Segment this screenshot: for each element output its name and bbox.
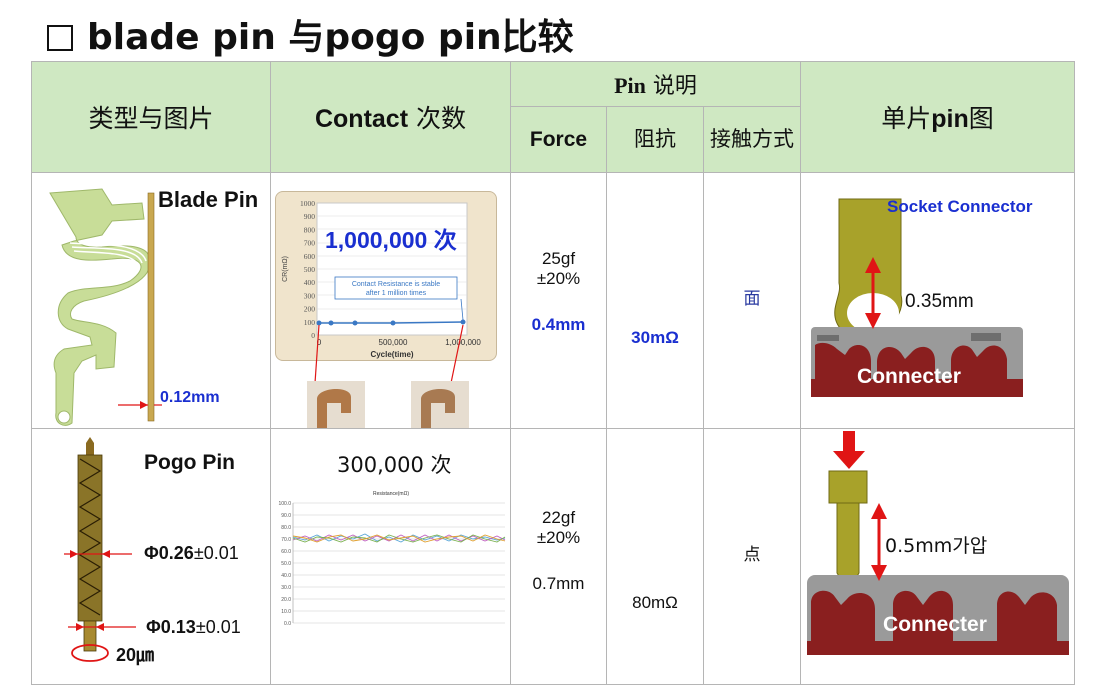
comparison-table: 类型与图片 Contact 次数 Pin 说明 单片pin图 Force 阻抗 …: [31, 61, 1076, 685]
blade-chart-ytick: 1000: [300, 199, 315, 208]
blade-force: 25gf: [541, 248, 576, 268]
pogo-force: 22gf: [541, 507, 576, 527]
pogo-chart-title: Resistance(mΩ): [373, 491, 409, 497]
blade-pin-shape: [49, 188, 151, 426]
pogo-series-line: [292, 534, 506, 543]
pogo-diameter-1: Φ0.26±0.01: [144, 543, 239, 563]
blade-pin-label: Blade Pin: [158, 187, 259, 212]
header-pin-description: Pin 说明: [509, 61, 802, 107]
pogo-pin-image-cell: Pogo Pin Φ0.26±0.01 Φ0.13±0.01 20㎛: [31, 428, 271, 685]
header-contact-method: 接触方式: [702, 106, 802, 173]
blade-cycles-label: 1,000,000 次: [325, 227, 457, 253]
pogo-socket-diagram: [807, 431, 1070, 655]
blade-force-tolerance: ±20%: [536, 268, 581, 288]
pogo-chart-ytick: 70.0: [281, 537, 291, 543]
pogo-pin-drawing: [64, 437, 136, 662]
pogo-diagram-cell: 0.5mm가압 Connecter: [800, 428, 1076, 685]
pogo-chart-ytick: 20.0: [281, 597, 291, 603]
pogo-gap-label: 0.5mm가압: [885, 535, 988, 557]
pogo-travel: 0.7mm: [532, 573, 585, 593]
blade-chart-series-line: [319, 321, 464, 324]
pogo-series-line: [292, 533, 506, 543]
pogo-cycles-label: 300,000 次: [337, 453, 452, 477]
pogo-series-line: [292, 534, 506, 542]
blade-diagram-cell: Socket Connector 0.35mm Connecter: [800, 172, 1076, 429]
header-single-pin-diagram: 单片pin图: [800, 61, 1076, 173]
blade-chart-xtick: 500,000: [379, 338, 408, 347]
blade-gap-label: 0.35mm: [905, 291, 974, 312]
blade-pin-drawing: [49, 188, 162, 426]
blade-chart-ytick: 200: [304, 305, 316, 314]
pogo-diameter-2: Φ0.13±0.01: [146, 617, 241, 637]
pogo-chart-ytick: 80.0: [281, 525, 291, 531]
blade-chart-xtick: 1,000,000: [445, 338, 481, 347]
blade-socket-diagram: [811, 198, 1024, 397]
pogo-tip-size: 20㎛: [116, 645, 155, 665]
blade-chart-note: Contact Resistance is stable: [352, 281, 440, 288]
pogo-chart-ytick: 40.0: [281, 573, 291, 579]
pogo-chart-ytick: 10.0: [281, 609, 291, 615]
pogo-resistance-chart: Resistance(mΩ) 100.0 90.0 80.0 70.0 60.0 50.0…: [278, 491, 506, 627]
pogo-resistance-cell: 80mΩ: [606, 428, 704, 685]
pogo-chart-ytick: 100.0: [278, 501, 291, 507]
press-down-arrow-icon: [843, 431, 856, 453]
pogo-connecter-label: Connecter: [883, 613, 987, 636]
blade-chart-ytick: 0: [311, 331, 315, 340]
pogo-contact-method: 点: [743, 545, 761, 565]
blade-travel: 0.4mm: [531, 314, 586, 334]
socket-connector-label: Socket Connector: [887, 197, 1033, 216]
blade-chart-ytick: 600: [304, 252, 316, 261]
pogo-pin-barrel: [77, 454, 103, 622]
header-contact-count: Contact 次数: [270, 61, 511, 173]
pogo-contact-method-cell: 点: [702, 428, 802, 685]
page-title: blade pin 与pogo pin比较: [47, 8, 574, 60]
pogo-chart-ytick: 0.0: [284, 621, 291, 627]
header-resistance: 阻抗: [606, 106, 704, 173]
blade-chart-ytick: 800: [304, 225, 316, 234]
pogo-tip-circle: [71, 644, 109, 662]
checkbox-square-icon: [47, 25, 73, 51]
blade-contact-method: 面: [743, 289, 761, 309]
blade-thickness-label: 0.12mm: [160, 389, 220, 406]
blade-chart-xlabel: Cycle(time): [370, 350, 413, 359]
pogo-series-line: [292, 534, 506, 543]
pogo-spring-icon: [78, 458, 102, 616]
title-text: blade pin 与pogo pin比较: [87, 17, 574, 58]
pogo-chart-ytick: 30.0: [281, 585, 291, 591]
pogo-pin-label: Pogo Pin: [144, 451, 235, 474]
blade-contact-method-cell: 面: [702, 172, 802, 429]
header-type-image: 类型与图片: [31, 61, 271, 173]
blade-chart-ytick: 900: [304, 212, 316, 221]
blade-chart-ytick: 100: [304, 318, 316, 327]
pogo-contact-cell: 300,000 次 Resistance(mΩ) 100.0 90.0 80.0 70…: [270, 428, 511, 685]
blade-chart-ytick: 300: [304, 291, 316, 300]
pogo-chart-ytick: 60.0: [281, 549, 291, 555]
blade-chart-ytick: 700: [304, 239, 316, 248]
pogo-force-tolerance: ±20%: [536, 527, 581, 547]
pogo-chart-ytick: 90.0: [281, 513, 291, 519]
header-force: Force: [510, 106, 607, 173]
blade-chart-ytick: 400: [304, 278, 316, 287]
blade-force-cell: 25gf ±20% 0.4mm: [510, 172, 607, 429]
blade-connecter-label: Connecter: [857, 365, 961, 388]
blade-pin-side-view: [147, 192, 155, 422]
blade-chart-note: after 1 million times: [366, 290, 427, 297]
blade-chart-xtick: 0: [317, 338, 322, 347]
blade-resistance-cell: 30mΩ: [606, 172, 704, 429]
pogo-resistance: 80mΩ: [632, 592, 678, 612]
blade-chart-ylabel: CR(mΩ): [282, 256, 289, 282]
blade-chart-ytick: 500: [304, 265, 316, 274]
pogo-chart-ytick: 50.0: [281, 561, 291, 567]
pogo-force-cell: 22gf ±20% 0.7mm: [510, 428, 607, 685]
blade-pin-image-cell: Blade Pin 0.12mm: [31, 172, 271, 429]
blade-resistance: 30mΩ: [631, 327, 679, 347]
